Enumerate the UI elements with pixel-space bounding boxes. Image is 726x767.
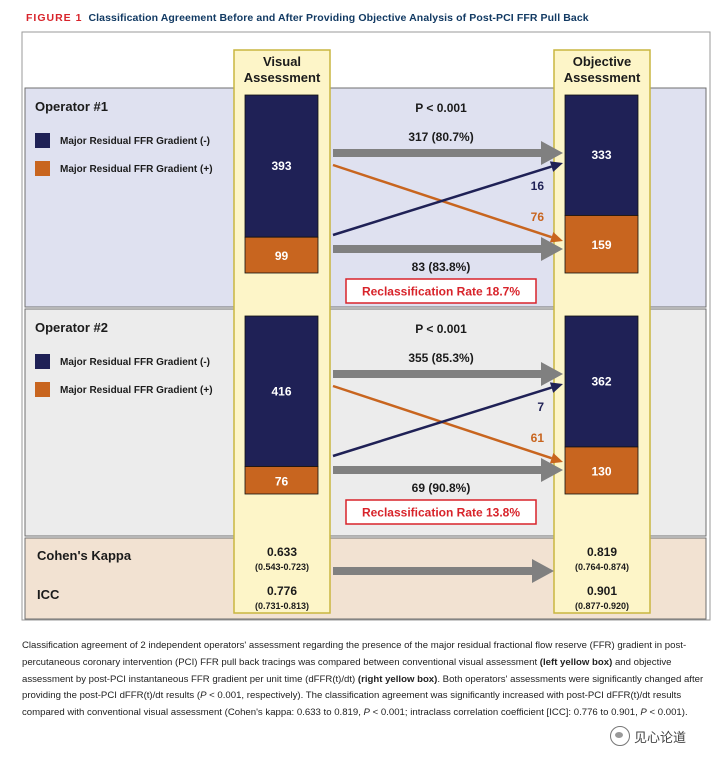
op1-transition-neg-to-pos: 76 [531, 210, 545, 224]
classification-chart: VisualAssessmentObjectiveAssessmentOpera… [21, 31, 711, 621]
op2-p-value: P < 0.001 [415, 322, 467, 336]
op1-transition-pos-to-neg: 16 [531, 179, 545, 193]
stat-kappa-objective-value: 0.819 [587, 545, 617, 559]
caption-text-6: < 0.001). [646, 707, 688, 719]
op2-visual-bar-negative [244, 315, 319, 467]
op1-legend-label-negative: Major Residual FFR Gradient (-) [60, 136, 210, 147]
op1-arrow-pos-to-neg-head [549, 161, 563, 172]
op2-legend-swatch-positive [35, 382, 50, 397]
op2-name: Operator #2 [35, 320, 108, 335]
op2-visual-label-positive: 76 [275, 474, 289, 488]
figure-label: FIGURE 1 [26, 12, 83, 24]
stats-arrow-head [532, 559, 554, 583]
column-header-objective-line2: Assessment [564, 70, 641, 85]
op1-visual-label-negative: 393 [271, 159, 291, 173]
caption-bold-2: (right yellow box) [357, 673, 438, 685]
stat-kappa-visual-ci: (0.543-0.723) [255, 562, 309, 572]
op2-arrow-pos-to-neg-head [549, 382, 563, 393]
caption-text-1: Classification agreement of 2 independen… [22, 640, 687, 668]
op1-legend-swatch-negative [35, 133, 50, 148]
op2-transition-pos-to-pos: 69 (90.8%) [412, 481, 471, 495]
caption-text-4: < 0.001, respectively). The classificati… [22, 690, 682, 719]
stat-kappa-objective-ci: (0.764-0.874) [575, 562, 629, 572]
op2-visual-label-negative: 416 [271, 384, 291, 398]
op2-legend-swatch-negative [35, 354, 50, 369]
caption-italic-1: P [200, 690, 207, 702]
op1-reclassification-box [345, 278, 537, 304]
caption-text-2: and objective assessment by post-PCI ins… [22, 656, 672, 685]
op1-arrow-pos-to-pos-head [541, 237, 563, 261]
wechat-icon [610, 726, 630, 746]
column-header-objective-line1: Objective [573, 54, 632, 69]
op1-legend-swatch-positive [35, 161, 50, 176]
op1-objective-bar-positive [564, 215, 639, 274]
op2-visual-bar-positive [244, 466, 319, 495]
op1-transition-neg-to-neg: 317 (80.7%) [408, 130, 473, 144]
op2-transition-neg-to-pos: 61 [531, 431, 545, 445]
op1-transition-pos-to-pos: 83 (83.8%) [412, 260, 471, 274]
op1-reclassification-rate: Reclassification Rate 18.7% [362, 285, 520, 299]
stat-kappa-name: Cohen's Kappa [37, 548, 132, 563]
stat-kappa-visual-value: 0.633 [267, 545, 297, 559]
op2-transition-pos-to-neg: 7 [537, 400, 544, 414]
op1-legend-label-positive: Major Residual FFR Gradient (+) [60, 164, 213, 175]
figure-caption: Classification agreement of 2 independen… [22, 638, 708, 722]
op2-arrow-pos-to-pos-head [541, 458, 563, 482]
column-header-visual-line1: Visual [263, 54, 301, 69]
op1-name: Operator #1 [35, 99, 108, 114]
op1-arrow-pos-to-neg-shaft [332, 165, 552, 237]
op2-objective-bar-positive [564, 446, 639, 495]
op2-arrow-neg-to-pos-head [549, 453, 563, 464]
op2-transition-neg-to-neg: 355 (85.3%) [408, 351, 473, 365]
op2-objective-label-positive: 130 [591, 464, 611, 478]
op1-arrow-neg-to-pos-head [549, 232, 563, 243]
stat-icc-visual-value: 0.776 [267, 584, 297, 598]
watermark-text: 见心论道 [634, 729, 687, 745]
op2-objective-bar-negative [564, 315, 639, 448]
stat-icc-objective-value: 0.901 [587, 584, 617, 598]
op1-visual-bar-negative [244, 94, 319, 238]
column-header-visual-line2: Assessment [244, 70, 321, 85]
caption-text-3: . Both operators' assessments were signi… [22, 673, 704, 702]
op2-legend-label-negative: Major Residual FFR Gradient (-) [60, 357, 210, 368]
op1-objective-label-positive: 159 [591, 238, 611, 252]
op2-objective-label-negative: 362 [591, 374, 611, 388]
op1-visual-bar-positive [244, 236, 319, 274]
caption-bold-1: (left yellow box) [539, 656, 613, 668]
caption-italic-2: P [363, 707, 370, 719]
op2-arrow-neg-to-neg-head [541, 362, 563, 386]
figure-title: FIGURE 1 Classification Agreement Before … [26, 12, 589, 24]
stat-icc-name: ICC [37, 587, 60, 602]
op2-reclassification-box [345, 499, 537, 525]
op1-objective-label-negative: 333 [591, 148, 611, 162]
stat-icc-objective-ci: (0.877-0.920) [575, 601, 629, 611]
figure-title-text: Classification Agreement Before and Afte… [88, 12, 589, 24]
op1-visual-label-positive: 99 [275, 249, 289, 263]
op1-arrow-neg-to-neg-head [541, 141, 563, 165]
op2-arrow-pos-to-neg-shaft [332, 386, 552, 458]
stat-icc-visual-ci: (0.731-0.813) [255, 601, 309, 611]
caption-italic-3: P [640, 707, 647, 719]
op1-objective-bar-negative [564, 94, 639, 216]
op2-legend-label-positive: Major Residual FFR Gradient (+) [60, 385, 213, 396]
watermark: 见心论道 [610, 726, 686, 746]
op2-reclassification-rate: Reclassification Rate 13.8% [362, 506, 520, 520]
caption-text-5: < 0.001; intraclass correlation coeffici… [369, 707, 641, 719]
op1-p-value: P < 0.001 [415, 101, 467, 115]
